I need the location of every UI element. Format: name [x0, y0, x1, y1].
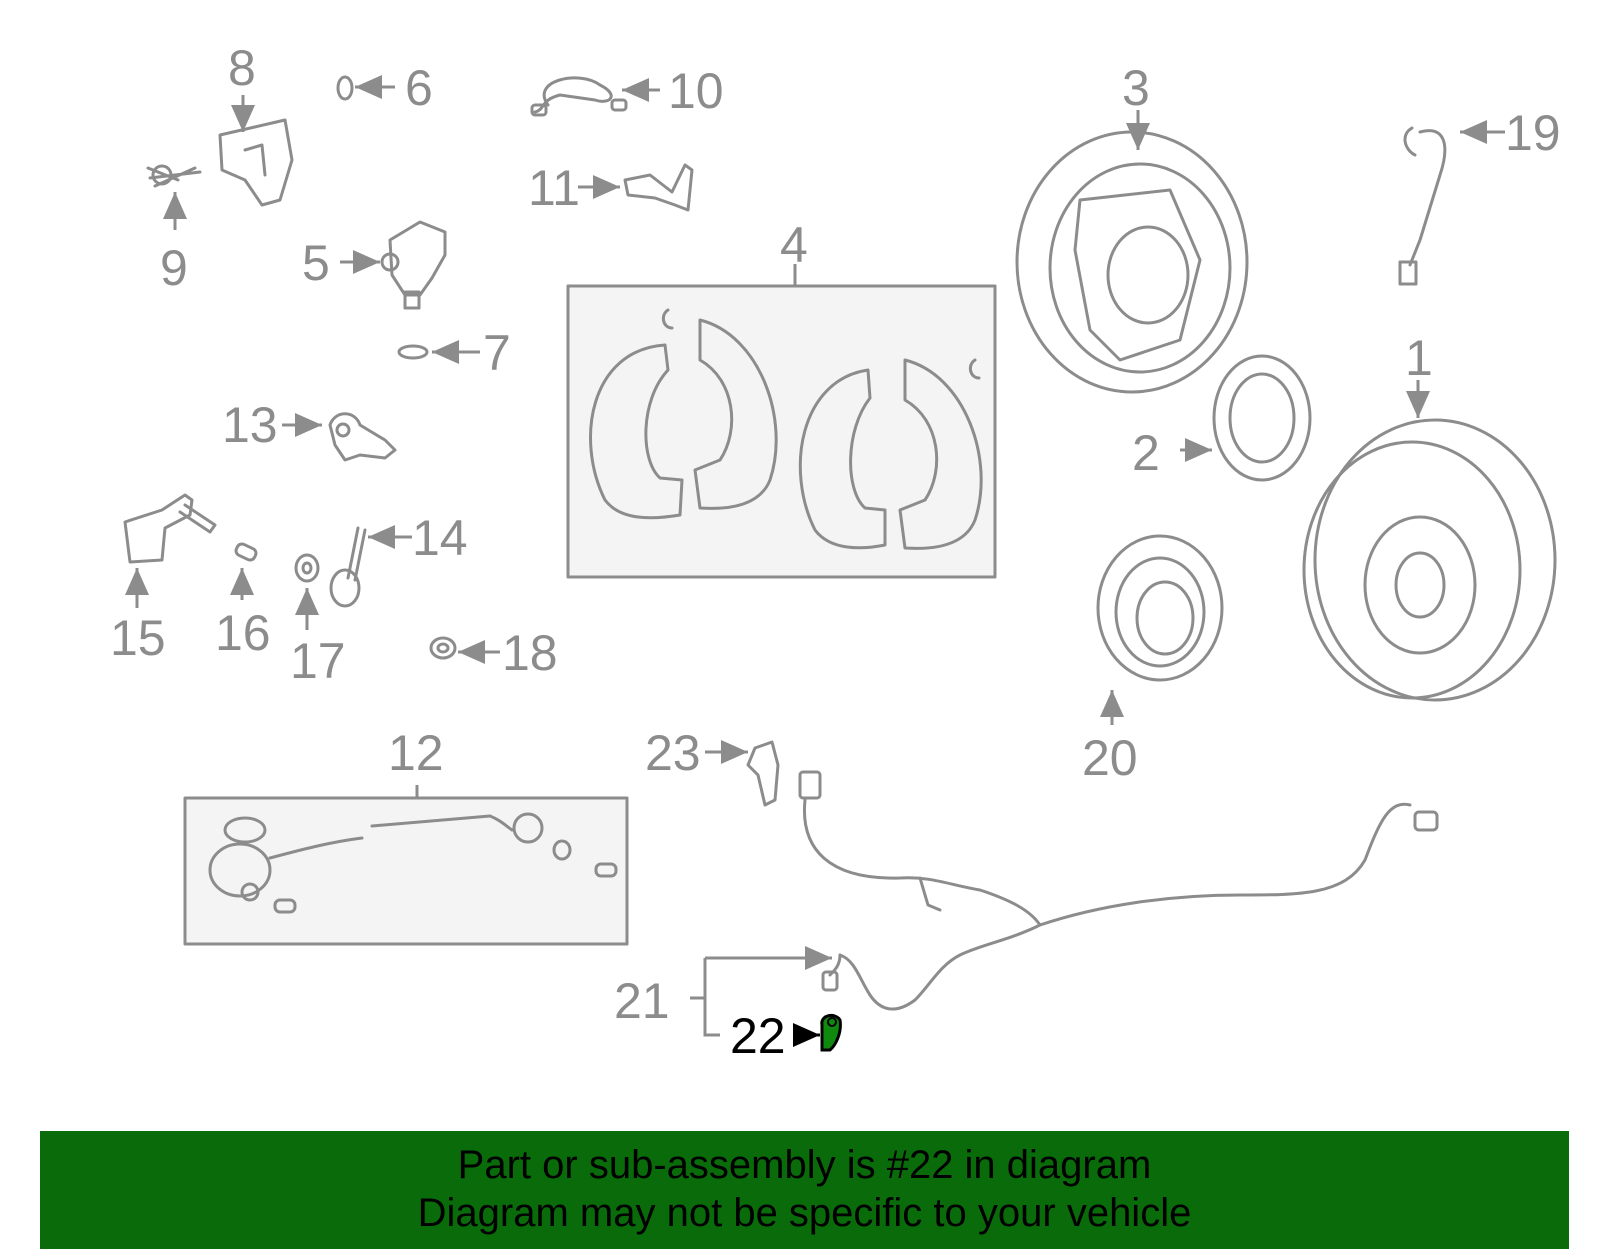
part-23-clip[interactable]: [746, 740, 780, 807]
callout-3[interactable]: 3: [1122, 60, 1150, 116]
callout-11[interactable]: 11: [528, 160, 580, 216]
part-15-anchor-bracket[interactable]: [123, 493, 217, 564]
banner-line-2: Diagram may not be specific to your vehi…: [417, 1191, 1192, 1235]
callout-14[interactable]: 14: [412, 510, 468, 566]
part-14-bolt[interactable]: [329, 526, 367, 608]
part-11-bracket[interactable]: [623, 163, 694, 212]
callout-5[interactable]: 5: [302, 235, 330, 291]
callout-12[interactable]: 12: [388, 725, 444, 781]
banner-line-1: Part or sub-assembly is #22 in diagram: [457, 1143, 1152, 1187]
part-18-nut[interactable]: [429, 636, 457, 660]
callout-10[interactable]: 10: [668, 63, 724, 119]
callout-8[interactable]: 8: [228, 40, 256, 96]
part-17-bushing[interactable]: [294, 553, 320, 583]
part-22-highlighted[interactable]: [820, 1013, 842, 1052]
callout-2[interactable]: 2: [1132, 425, 1160, 481]
part-1-brake-drum[interactable]: [1302, 418, 1557, 702]
part-2-gasket[interactable]: [1212, 354, 1312, 482]
callout-17[interactable]: 17: [290, 633, 346, 689]
callout-9[interactable]: 9: [160, 240, 188, 296]
part-12-cable-set[interactable]: [183, 796, 629, 946]
callout-1[interactable]: 1: [1405, 330, 1433, 386]
part-19-brake-hose[interactable]: [1398, 126, 1447, 286]
callout-18[interactable]: 18: [502, 625, 558, 681]
part-21-abs-harness[interactable]: [798, 770, 1439, 1011]
part-13-adjuster[interactable]: [328, 412, 397, 462]
callout-6[interactable]: 6: [405, 60, 433, 116]
callout-23[interactable]: 23: [645, 725, 701, 781]
part-16-pin[interactable]: [234, 542, 258, 562]
part-7-o-ring[interactable]: [397, 344, 429, 360]
part-10-cable[interactable]: [530, 76, 628, 117]
callout-22[interactable]: 22: [730, 1008, 786, 1064]
part-8-bracket[interactable]: [218, 118, 294, 207]
callout-16[interactable]: 16: [215, 605, 271, 661]
part-20-tone-ring[interactable]: [1096, 534, 1224, 682]
part-4-brake-shoe-set[interactable]: [566, 284, 997, 579]
callout-20[interactable]: 20: [1082, 730, 1138, 786]
part-3-backing-plate[interactable]: [1015, 130, 1249, 394]
part-9-bolt[interactable]: [146, 164, 202, 188]
part-5-wheel-cylinder[interactable]: [380, 220, 447, 310]
callout-4[interactable]: 4: [780, 217, 808, 273]
callout-19[interactable]: 19: [1505, 105, 1561, 161]
parts-diagram: 8 6 9 10 11 5 7: [110, 40, 1561, 1064]
part-6-nut[interactable]: [336, 75, 354, 101]
callout-13[interactable]: 13: [222, 397, 278, 453]
callout-7[interactable]: 7: [483, 325, 511, 381]
info-banner: Part or sub-assembly is #22 in diagram D…: [40, 1131, 1569, 1249]
callout-15[interactable]: 15: [110, 610, 166, 666]
callout-21[interactable]: 21: [614, 973, 670, 1029]
